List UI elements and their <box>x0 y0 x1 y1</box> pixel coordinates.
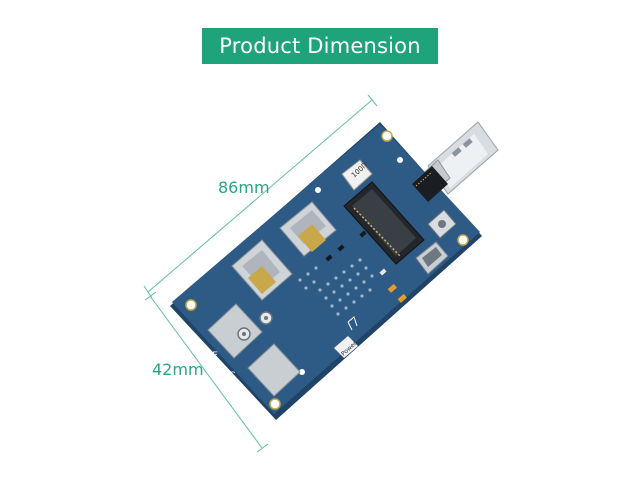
width-dimension-line <box>149 295 263 449</box>
via-grid <box>298 258 374 316</box>
ce-mark-icon: CE <box>206 351 218 361</box>
width-dimension-label: 42mm <box>152 360 204 379</box>
dimension-lines <box>143 94 378 453</box>
shield-can <box>207 303 301 397</box>
length-dimension-line <box>147 99 373 293</box>
sim-slot <box>231 201 337 301</box>
weee-bin-icon <box>347 316 358 331</box>
m2-slot <box>343 181 425 265</box>
length-dimension-label: 86mm <box>218 178 270 197</box>
pcb-board: 100Π <box>170 122 482 420</box>
switch <box>427 209 457 239</box>
mount-hole <box>381 130 393 142</box>
title-text: Product Dimension <box>219 34 421 58</box>
usb-c-port <box>415 241 449 275</box>
title-banner: Product Dimension <box>202 28 438 64</box>
fc-mark-icon: FC <box>224 371 235 381</box>
top-chip: 100Π <box>341 159 373 191</box>
status-led <box>379 268 407 303</box>
